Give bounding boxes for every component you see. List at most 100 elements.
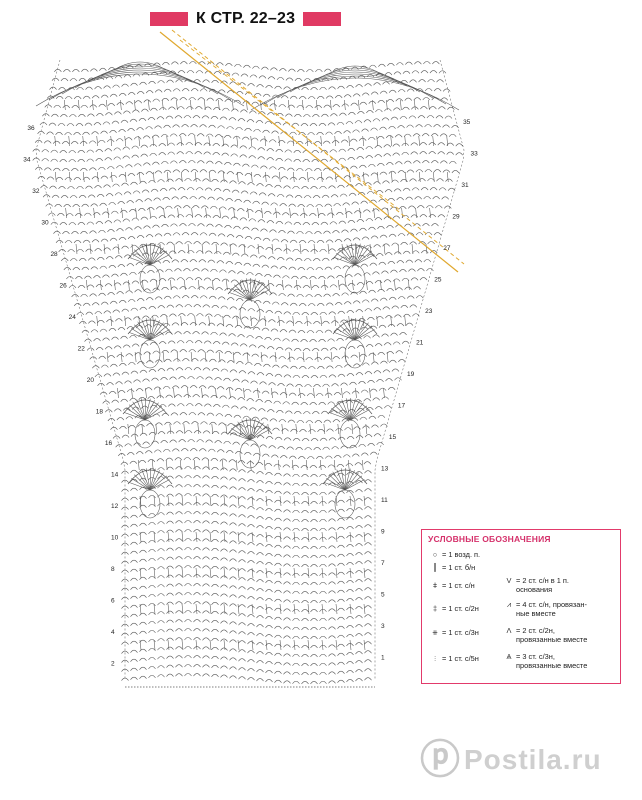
chain-loop (151, 440, 159, 444)
chain-loop (239, 343, 248, 347)
stitch-post (292, 315, 295, 327)
chain-loop (301, 474, 309, 478)
chain-loop (291, 122, 300, 126)
chain-loop (229, 486, 237, 490)
chain-loop (158, 341, 167, 345)
chain-loop (154, 170, 163, 174)
chain-loop (346, 490, 354, 494)
chain-loop (379, 234, 388, 238)
chain-loop (154, 296, 163, 300)
chain-loop (274, 517, 282, 521)
chain-loop (327, 464, 336, 468)
chain-loop (148, 522, 156, 526)
stitch-post (265, 603, 268, 615)
chain-loop (328, 500, 336, 504)
chain-loop (283, 509, 291, 513)
chain-loop (300, 465, 309, 469)
stitch-post (390, 135, 393, 147)
fan-spoke (129, 257, 151, 266)
chain-loop (157, 242, 165, 246)
chain-loop (271, 175, 280, 179)
chain-loop (202, 79, 210, 83)
chain-loop (130, 631, 138, 635)
chain-loop (220, 521, 228, 525)
chain-loop (190, 169, 199, 173)
chain-loop (51, 113, 59, 117)
chain-loop (391, 368, 400, 372)
chain-loop (185, 142, 194, 146)
fan-spoke (346, 244, 356, 266)
chain-loop (80, 293, 88, 297)
chain-loop (193, 493, 201, 497)
chain-loop (423, 61, 431, 65)
legend-label: основания (516, 585, 553, 594)
chain-loop (283, 482, 291, 486)
chain-loop (141, 405, 149, 409)
chain-loop (145, 297, 154, 301)
chain-loop (69, 258, 78, 262)
chain-loop (364, 308, 373, 312)
chain-loop (375, 253, 384, 257)
chain-loop (395, 350, 403, 354)
chain-loop (363, 119, 372, 123)
chain-loop (283, 437, 292, 441)
stitch-post (92, 99, 94, 111)
chain-loop (121, 371, 130, 375)
fan-spoke (149, 243, 152, 266)
chain-loop (352, 93, 361, 97)
chain-loop (69, 195, 78, 199)
chain-loop (130, 532, 138, 536)
chain-loop (339, 409, 347, 413)
chain-loop (399, 332, 407, 336)
chain-loop (366, 254, 375, 258)
row-number-left: 36 (27, 125, 35, 132)
chain-loop (202, 430, 211, 434)
chain-loop (320, 347, 329, 351)
chain-loop (114, 192, 123, 196)
chain-loop (420, 106, 428, 110)
chain-loop (278, 230, 286, 234)
stitch-post (334, 135, 337, 147)
chain-loop (82, 302, 91, 306)
row-number-right: 21 (416, 340, 424, 347)
chain-loop (395, 161, 403, 165)
chain-loop (153, 323, 162, 327)
chain-loop (64, 132, 72, 136)
stitch-post (349, 567, 352, 579)
chain-loop (79, 321, 87, 324)
chain-loop (277, 320, 285, 324)
chain-loop (307, 177, 316, 181)
chain-loop (274, 616, 282, 620)
chain-loop (46, 95, 55, 99)
stitch-post (373, 207, 375, 219)
chain-loop (175, 574, 183, 578)
chain-loop (197, 223, 205, 227)
chain-loop (153, 197, 161, 201)
chain-loop (50, 221, 59, 225)
chain-loop (95, 158, 103, 162)
chain-loop (91, 131, 99, 135)
stitch-post (313, 243, 316, 255)
chain-loop (49, 86, 57, 90)
pineapple-body (134, 419, 156, 449)
chain-loop (310, 663, 318, 667)
fan-spoke (144, 405, 163, 421)
chain-loop (278, 419, 287, 423)
chain-loop (80, 104, 89, 108)
chain-loop (331, 446, 339, 450)
chain-loop (330, 410, 338, 414)
chain-loop (175, 484, 183, 488)
chain-loop (256, 84, 264, 88)
chain-loop (384, 252, 393, 256)
stitch-post (64, 99, 66, 111)
chain-loop (445, 178, 453, 182)
chain-loop (327, 401, 335, 405)
chain-loop (177, 106, 185, 110)
chain-loop (332, 293, 340, 297)
chain-loop (128, 362, 136, 366)
chain-loop (134, 352, 142, 356)
chain-loop (362, 362, 370, 366)
chain-loop (189, 61, 197, 65)
chain-loop (214, 377, 222, 381)
legend-label: = 1 ст. с/5н (442, 654, 479, 663)
